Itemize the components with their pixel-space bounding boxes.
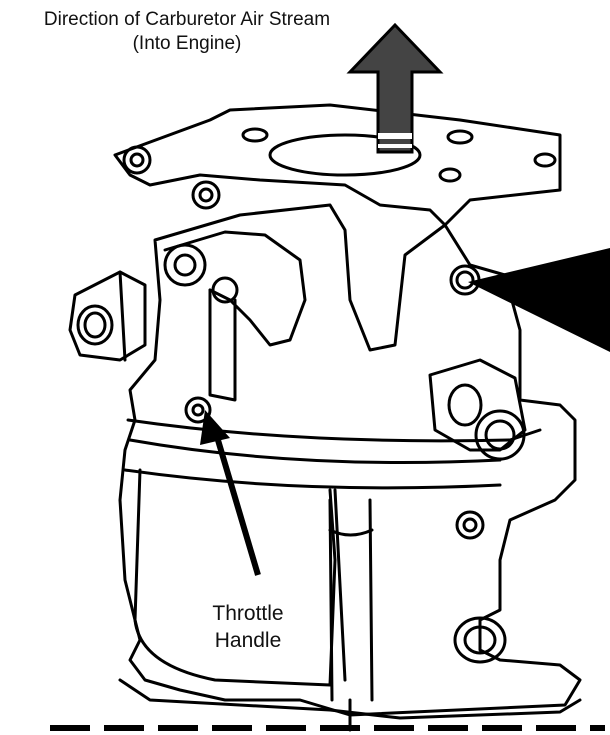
top-flange <box>113 103 562 227</box>
right-pointer-wedge <box>468 248 610 352</box>
airstream-label-line1: Direction of Carburetor Air Stream <box>43 9 331 30</box>
carburetor-body <box>118 203 582 717</box>
flange-bolt-left <box>122 145 152 175</box>
throttle-label-line2: Handle <box>214 629 282 652</box>
air-stream-arrow <box>346 22 444 154</box>
fuel-inlet-fitting <box>68 270 147 362</box>
float-bowl <box>133 468 337 687</box>
throttle-pointer-arrow <box>200 410 261 576</box>
airstream-label-line2: (Into Engine) <box>132 33 242 54</box>
air-port <box>449 264 481 296</box>
drain-plug <box>455 510 485 540</box>
airstream-label: Direction of Carburetor Air Stream (Into… <box>2 8 372 56</box>
base-flange <box>118 678 582 720</box>
throttle-lever <box>163 230 307 347</box>
flange-bolt-right <box>191 180 221 210</box>
throttle-shaft <box>184 396 212 424</box>
flange-bore <box>268 133 422 177</box>
throttle-label: Throttle Handle <box>178 600 318 654</box>
throttle-label-line1: Throttle <box>212 602 284 625</box>
